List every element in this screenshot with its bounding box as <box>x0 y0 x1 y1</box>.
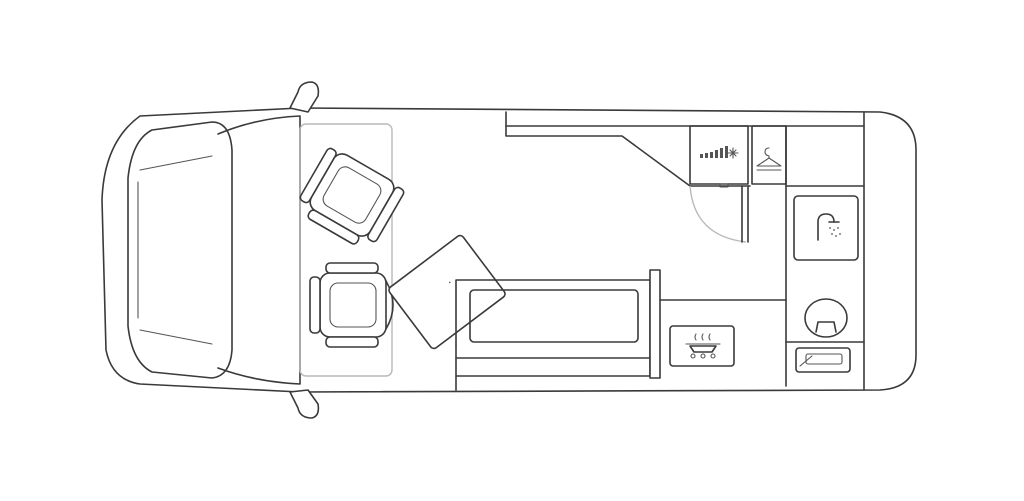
door-swing <box>689 185 749 243</box>
cab-area-outline <box>299 123 393 377</box>
mirror-left <box>289 81 320 113</box>
sink-icon <box>799 353 843 367</box>
fridge-level-icon <box>700 146 728 158</box>
mirror-right <box>289 389 320 419</box>
shower-icon <box>817 213 841 241</box>
bench-seat <box>455 269 661 379</box>
rear-compartment <box>659 111 865 391</box>
toilet-icon <box>804 298 848 338</box>
snowflake-icon <box>727 147 739 159</box>
swivel-seat-top <box>299 147 405 245</box>
hanger-icon <box>756 147 782 171</box>
dining-table <box>388 234 506 350</box>
sink <box>795 347 851 373</box>
seat-bottom <box>309 262 394 348</box>
upper-counter <box>505 111 865 187</box>
stove-icon <box>685 333 721 359</box>
fridge <box>689 125 749 188</box>
shower <box>793 195 859 261</box>
toilet <box>804 298 848 338</box>
stove <box>669 325 735 367</box>
wardrobe <box>751 125 787 185</box>
